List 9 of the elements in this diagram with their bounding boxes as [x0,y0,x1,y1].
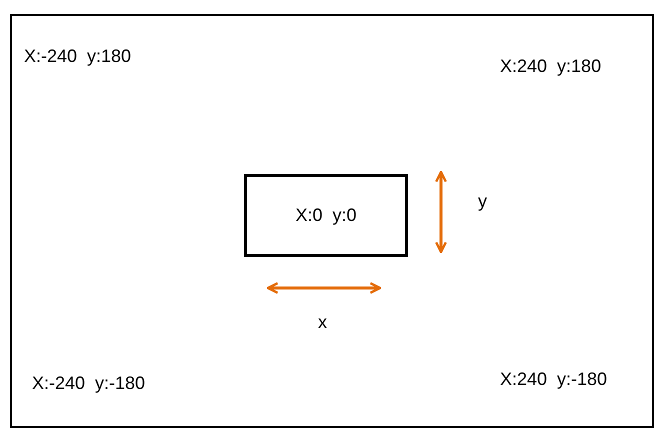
coordinate-text: X:0 y:0 [295,205,357,226]
coordinate-label: X:240 y:-180 [500,370,608,388]
coordinate-label: X:-240 y:-180 [32,374,146,392]
axis-label: y [478,192,487,210]
coordinate-label: X:-240 y:180 [24,47,132,65]
frame-box [10,14,654,428]
coordinate-label: X:240 y:180 [500,57,602,75]
axis-label: x [318,313,327,331]
object-box [244,174,408,257]
